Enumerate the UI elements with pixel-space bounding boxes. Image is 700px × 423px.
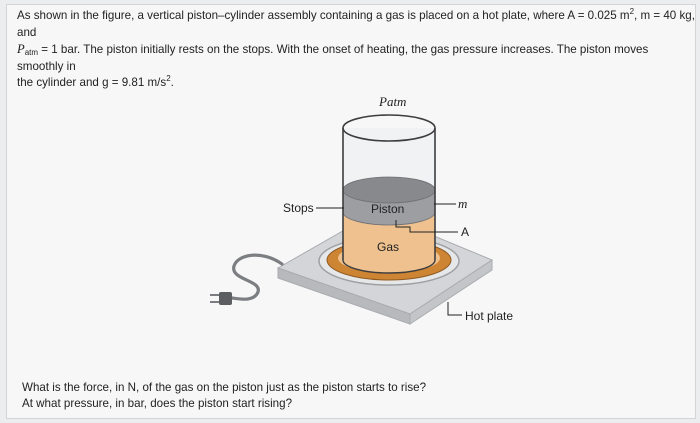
area-label: A	[461, 225, 469, 239]
patm-label: Patm	[378, 94, 406, 109]
plug-icon	[219, 292, 232, 305]
gas-label: Gas	[377, 240, 399, 254]
hot-plate-side-right	[409, 259, 493, 325]
questions: What is the force, in N, of the gas on t…	[22, 380, 426, 412]
problem-statement: As shown in the figure, a vertical pisto…	[17, 8, 697, 92]
mass-label: m	[458, 196, 467, 211]
question-force: What is the force, in N, of the gas on t…	[22, 381, 427, 394]
cylinder-bottom	[342, 259, 436, 274]
hot-plate-label: Hot plate	[465, 309, 513, 323]
hot-plate-leader	[447, 302, 462, 316]
piston-label: Piston	[371, 202, 404, 216]
area-leader	[395, 220, 458, 233]
problem-line-2: Patm = 1 bar. The piston initially rests…	[17, 42, 649, 73]
problem-line-3: the cylinder and g = 9.81 m/s2.	[17, 74, 174, 90]
piston-top	[342, 176, 436, 204]
stops-label: Stops	[283, 201, 314, 215]
problem-line-1: As shown in the figure, a vertical pisto…	[17, 7, 695, 39]
question-pressure: At what pressure, in bar, does the pisto…	[22, 397, 293, 410]
power-cord	[230, 253, 284, 301]
